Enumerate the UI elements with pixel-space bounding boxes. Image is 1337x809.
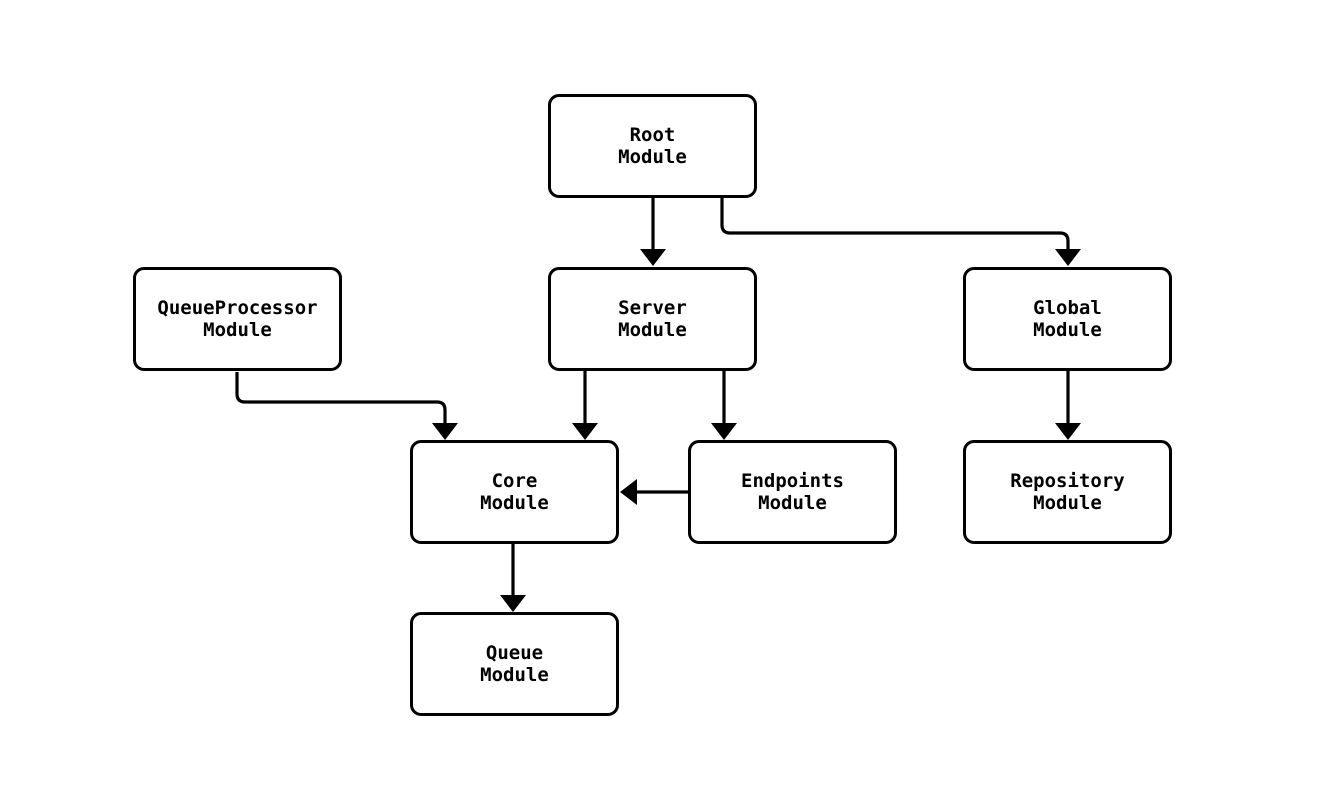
node-label: Repository Module	[1010, 470, 1125, 514]
edge-root-to-server	[640, 198, 666, 266]
arrowhead-down-icon	[572, 423, 598, 440]
arrowhead-down-icon	[1055, 423, 1081, 440]
node-label: Endpoints Module	[741, 470, 844, 514]
node-root-module: Root Module	[548, 94, 757, 198]
node-label: QueueProcessor Module	[157, 297, 318, 341]
arrowhead-down-icon	[711, 423, 737, 440]
edge-root-to-global	[720, 198, 1081, 266]
arrowhead-down-icon	[500, 595, 526, 612]
arrowhead-left-icon	[620, 479, 637, 505]
node-label: Global Module	[1033, 297, 1102, 341]
node-label: Root Module	[618, 124, 687, 168]
node-endpoints-module: Endpoints Module	[688, 440, 897, 544]
node-global-module: Global Module	[963, 267, 1172, 371]
node-core-module: Core Module	[410, 440, 619, 544]
edge-queueprocessor-to-core	[235, 372, 458, 440]
node-queueprocessor-module: QueueProcessor Module	[133, 267, 342, 371]
node-label: Server Module	[618, 297, 687, 341]
node-queue-module: Queue Module	[410, 612, 619, 716]
arrowhead-down-icon	[432, 423, 458, 440]
edge-endpoints-to-core	[620, 479, 688, 505]
node-repository-module: Repository Module	[963, 440, 1172, 544]
arrowhead-down-icon	[640, 249, 666, 266]
edge-core-to-queue	[500, 543, 526, 612]
edge-server-to-endpoints	[711, 371, 737, 440]
node-label: Core Module	[480, 470, 549, 514]
node-server-module: Server Module	[548, 267, 757, 371]
arrowhead-down-icon	[1055, 249, 1081, 266]
node-label: Queue Module	[480, 642, 549, 686]
edge-global-to-repository	[1055, 371, 1081, 440]
edge-server-to-core	[572, 371, 598, 440]
